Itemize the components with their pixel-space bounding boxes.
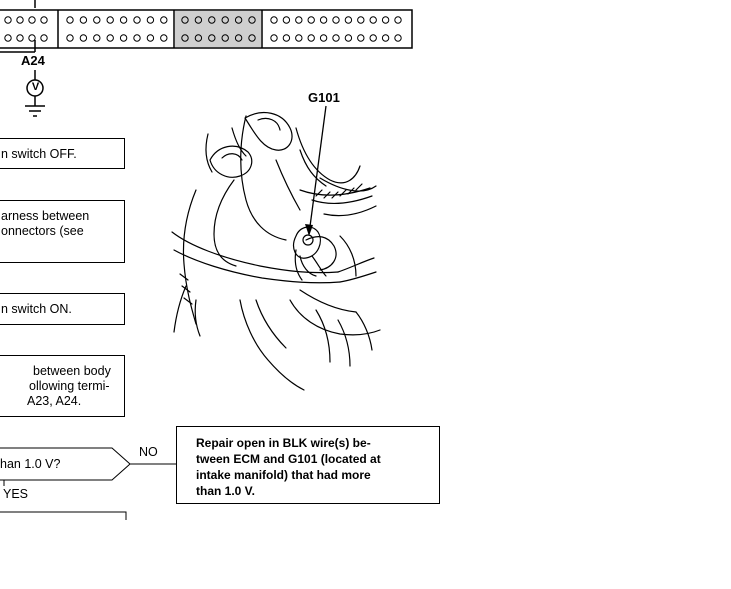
step-box-ignition-on: n switch ON. — [0, 293, 125, 325]
test-lead — [0, 0, 45, 117]
connector-pin — [307, 16, 315, 24]
repair-line: intake manifold) that had more — [196, 468, 371, 482]
connector-pin — [332, 34, 340, 42]
connector-pin — [234, 34, 243, 42]
connector-pin — [66, 16, 74, 24]
connector-pin — [381, 34, 390, 42]
connector-pin — [369, 34, 377, 42]
connector-pin — [4, 16, 12, 24]
connector-pin — [307, 34, 315, 42]
repair-line: tween ECM and G101 (located at — [196, 452, 381, 466]
connector-pin — [282, 34, 291, 42]
connector-pin — [66, 34, 74, 42]
step-box-check-harness: arness between onnectors (see — [0, 200, 125, 263]
voltmeter-icon: V — [31, 81, 40, 93]
connector-pin — [93, 16, 101, 24]
repair-box: Repair open in BLK wire(s) be- tween ECM… — [176, 426, 440, 504]
connector-pin — [344, 34, 353, 42]
decision-shape — [0, 447, 131, 481]
connector-pin — [133, 34, 141, 42]
yes-branch-box-edge — [0, 511, 127, 520]
connector-pin — [248, 16, 256, 24]
connector-pin — [208, 16, 216, 24]
connector-pin — [93, 34, 101, 42]
connector-pin — [160, 16, 168, 24]
connector-pin — [106, 34, 114, 42]
connector-pin — [160, 34, 168, 42]
connector-pin — [16, 34, 24, 42]
step-line: between body — [33, 364, 111, 378]
step-box-ignition-off: n switch OFF. — [0, 138, 125, 169]
step-text: n switch OFF. — [1, 147, 77, 161]
connector-pin — [40, 16, 48, 24]
connector-pin — [319, 34, 328, 42]
connector-pin — [357, 34, 365, 42]
connector-pin — [181, 34, 189, 42]
connector-pin — [133, 16, 141, 24]
connector-pin — [332, 16, 340, 24]
ecm-connector — [0, 9, 413, 49]
highlighted-pin-section — [175, 11, 261, 47]
connector-pin — [248, 34, 256, 42]
connector-pin — [394, 16, 402, 24]
connector-pin — [282, 16, 291, 24]
connector-pin — [221, 34, 229, 42]
connector-pin — [146, 34, 155, 42]
connector-pin — [295, 16, 303, 24]
connector-pins — [4, 16, 402, 42]
connector-pin — [357, 16, 365, 24]
repair-line: Repair open in BLK wire(s) be- — [196, 436, 371, 450]
step-text: n switch ON. — [1, 302, 72, 316]
connector-pin — [28, 34, 36, 42]
connector-pin — [381, 16, 390, 24]
connector-pin — [394, 34, 402, 42]
connector-pin — [4, 34, 12, 42]
connector-pin — [40, 34, 48, 42]
connector-pin — [79, 16, 88, 24]
connector-pin — [319, 16, 328, 24]
connector-pin — [369, 16, 377, 24]
step-line: ollowing termi- — [29, 379, 110, 393]
connector-pin — [234, 16, 243, 24]
connector-pin — [221, 16, 229, 24]
g101-arrowhead — [305, 224, 313, 236]
connector-pin — [146, 16, 155, 24]
pin-label-a24: A24 — [21, 53, 45, 68]
step-line: onnectors (see — [1, 224, 84, 238]
connector-pin — [295, 34, 303, 42]
connector-pin — [16, 16, 24, 24]
connector-pin — [79, 34, 88, 42]
connector-pin — [194, 34, 203, 42]
connector-pin — [119, 34, 128, 42]
intake-manifold-illustration — [171, 111, 381, 391]
g101-label: G101 — [308, 90, 340, 105]
no-label: NO — [139, 445, 158, 459]
connector-pin — [194, 16, 203, 24]
connector-pin — [270, 34, 278, 42]
connector-pin — [181, 16, 189, 24]
connector-pin — [28, 16, 36, 24]
decision-text: han 1.0 V? — [0, 457, 61, 471]
connector-pin — [270, 16, 278, 24]
connector-pin — [344, 16, 353, 24]
connector-pin — [208, 34, 216, 42]
repair-line: than 1.0 V. — [196, 484, 255, 498]
connector-pin — [106, 16, 114, 24]
yes-label: YES — [3, 487, 29, 501]
step-line: arness between — [1, 209, 90, 223]
connector-pin — [119, 16, 128, 24]
g101-leader-line — [308, 105, 327, 235]
step-line: A23, A24. — [27, 394, 82, 408]
step-box-measure-voltage: between body ollowing termi- A23, A24. — [0, 355, 125, 417]
